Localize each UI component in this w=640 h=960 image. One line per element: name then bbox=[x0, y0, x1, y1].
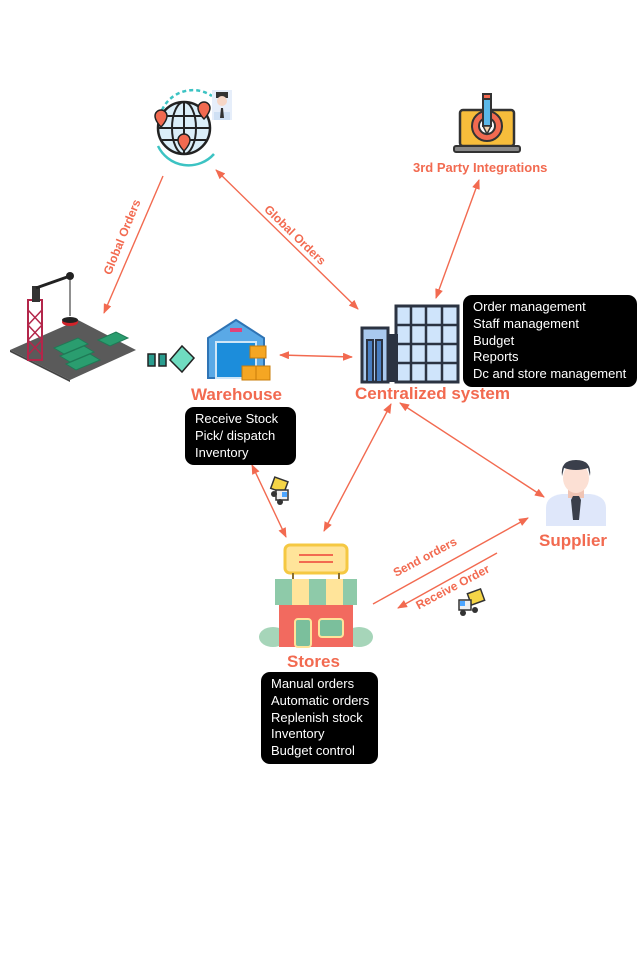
edge-central-stores bbox=[323, 403, 392, 532]
warehouse-functions: Receive Stock Pick/ dispatch Inventory bbox=[185, 407, 296, 466]
supplier-person-icon bbox=[546, 460, 606, 526]
edge-thirdparty-central bbox=[435, 179, 480, 299]
third-party-integration-icon bbox=[453, 93, 521, 153]
centralized-function: Dc and store management bbox=[473, 366, 627, 382]
warehouse-function: Pick/ dispatch bbox=[195, 427, 276, 443]
store-icon bbox=[259, 543, 373, 648]
stores-functions: Manual orders Automatic orders Replenish… bbox=[261, 672, 378, 764]
delivery-truck-icon bbox=[458, 588, 486, 616]
stores-function: Inventory bbox=[271, 726, 325, 742]
centralized-label: Centralized system bbox=[355, 384, 510, 403]
warehouse-icon bbox=[207, 318, 271, 381]
delivery-truck-icon bbox=[269, 476, 289, 505]
centralized-functions: Order management Staff management Budget… bbox=[463, 295, 637, 387]
edge-supplier-to-stores bbox=[397, 552, 498, 609]
supplier-label: Supplier bbox=[539, 531, 608, 550]
stores-function: Replenish stock bbox=[271, 709, 363, 725]
edge-warehouse-stores bbox=[251, 464, 287, 538]
centralized-function: Order management bbox=[473, 299, 586, 314]
stores-function: Manual orders bbox=[271, 676, 355, 691]
edge-warehouse-central bbox=[279, 351, 353, 361]
transfer-arrow-icon bbox=[147, 344, 196, 374]
centralized-function: Reports bbox=[473, 349, 519, 365]
third-party-label: 3rd Party Integrations bbox=[413, 160, 548, 175]
edge-global-to-port bbox=[103, 175, 164, 314]
port-crane-icon bbox=[10, 272, 136, 382]
globe-location-icon bbox=[154, 88, 232, 167]
centralized-function: Budget bbox=[473, 332, 515, 348]
stores-function: Budget control bbox=[271, 743, 355, 759]
warehouse-function: Inventory bbox=[195, 444, 249, 460]
edge-central-supplier bbox=[399, 402, 545, 498]
warehouse-label: Warehouse bbox=[191, 385, 283, 404]
office-building-icon bbox=[360, 304, 460, 384]
edge-stores-to-supplier bbox=[372, 517, 529, 605]
stores-label: Stores bbox=[287, 652, 340, 671]
warehouse-function: Receive Stock bbox=[195, 411, 279, 426]
stores-function: Automatic orders bbox=[271, 692, 370, 708]
edge-global-central bbox=[215, 169, 359, 310]
centralized-function: Staff management bbox=[473, 315, 579, 331]
